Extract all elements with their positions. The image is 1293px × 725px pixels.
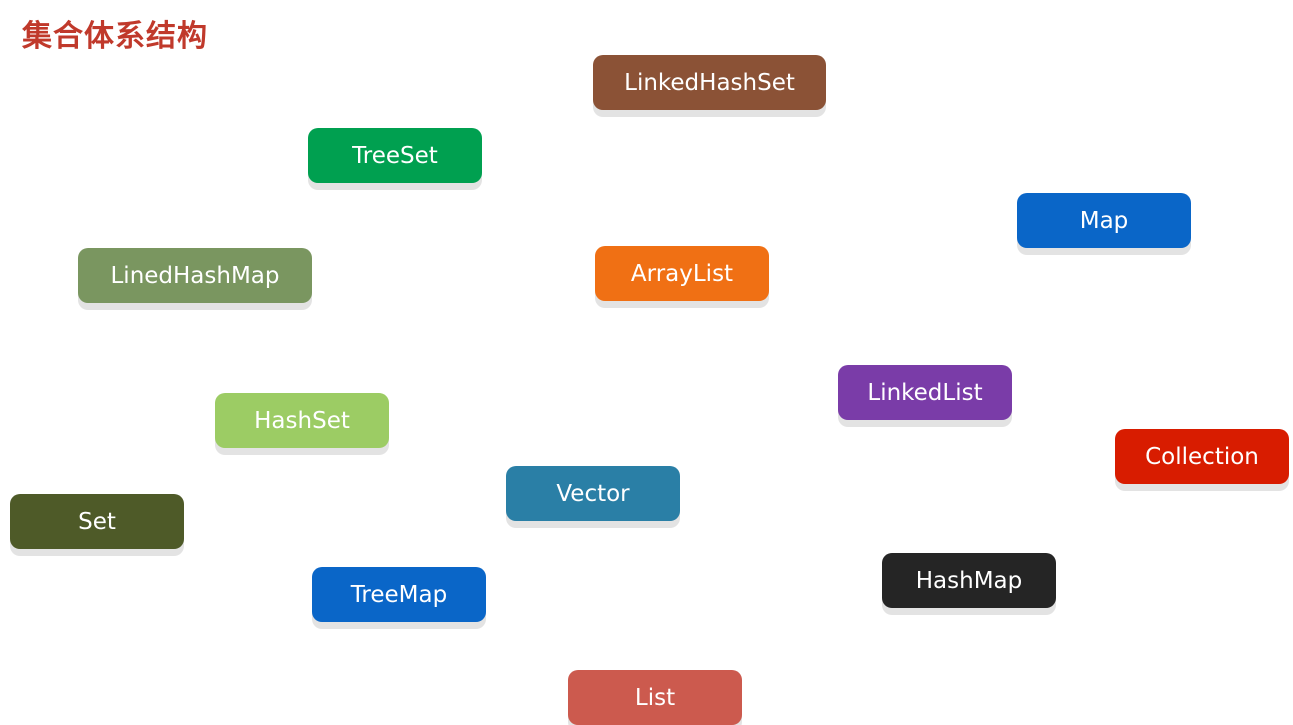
- box-hashset: HashSet: [215, 393, 389, 448]
- box-label: Map: [1079, 207, 1129, 234]
- box-treemap: TreeMap: [312, 567, 486, 622]
- box-list: List: [568, 670, 742, 725]
- box-vector: Vector: [506, 466, 680, 521]
- box-label: HashSet: [254, 407, 350, 434]
- box-label: HashMap: [915, 567, 1023, 594]
- box-label: ArrayList: [630, 260, 734, 287]
- box-arraylist: ArrayList: [595, 246, 769, 301]
- box-label: TreeMap: [350, 581, 448, 608]
- box-label: Set: [78, 508, 116, 535]
- box-linedhashmap: LinedHashMap: [78, 248, 312, 303]
- box-map: Map: [1017, 193, 1191, 248]
- page-title: 集合体系结构: [22, 19, 208, 54]
- box-label: LinkedHashSet: [624, 69, 795, 96]
- box-treeset: TreeSet: [308, 128, 482, 183]
- box-set: Set: [10, 494, 184, 549]
- box-label: TreeSet: [352, 142, 438, 169]
- box-linkedhashset: LinkedHashSet: [593, 55, 826, 110]
- box-linkedlist: LinkedList: [838, 365, 1012, 420]
- box-hashmap: HashMap: [882, 553, 1056, 608]
- box-label: LinkedList: [867, 379, 983, 406]
- box-label: Collection: [1145, 443, 1259, 470]
- box-label: List: [634, 684, 676, 711]
- box-label: Vector: [556, 480, 630, 507]
- box-collection: Collection: [1115, 429, 1289, 484]
- box-label: LinedHashMap: [110, 262, 280, 289]
